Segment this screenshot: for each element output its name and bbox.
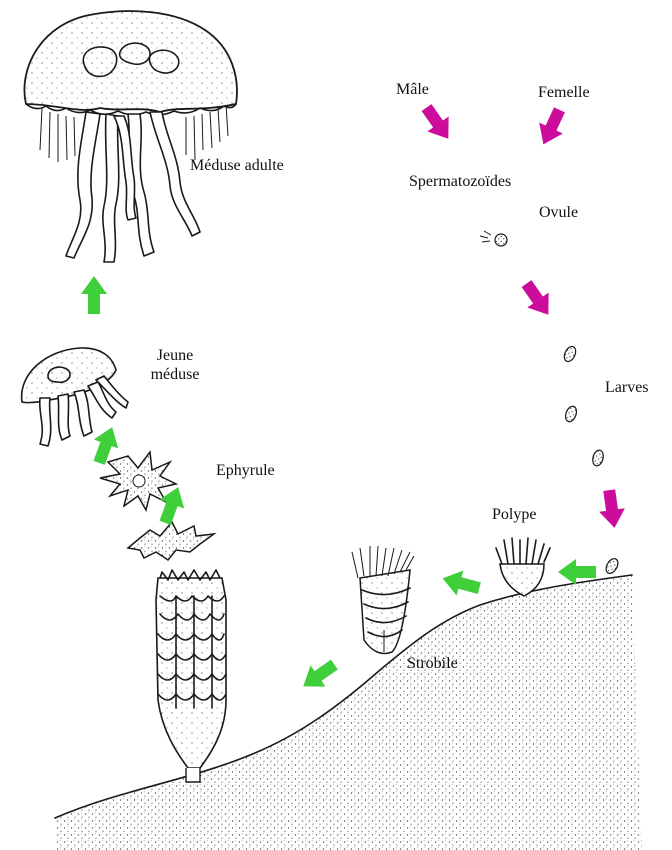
strobila-small — [351, 545, 415, 655]
label-polyp: Polype — [492, 506, 537, 523]
polyp — [495, 537, 551, 597]
asexual-arrow-polyp-to-strobila — [442, 570, 481, 596]
label-female: Femelle — [538, 84, 590, 101]
label-adult-medusa: Méduse adulte — [190, 157, 284, 174]
label-strobila: Strobile — [407, 655, 458, 672]
adult-medusa-fringe — [39, 103, 229, 162]
larva — [564, 405, 578, 423]
ephyra-lower — [126, 520, 217, 562]
asexual-arrow-strobilation — [303, 659, 338, 687]
label-young-medusa-line1: Jeune — [156, 347, 194, 364]
strobila-large — [155, 569, 227, 783]
adult-medusa-oral-arm — [149, 111, 201, 237]
adult-medusa-oral-arm — [102, 113, 120, 263]
adult-medusa-oral-arm — [113, 115, 137, 221]
label-young-medusa: Jeune méduse — [140, 346, 210, 384]
sexual-arrow-fertilization — [521, 280, 549, 315]
seabed — [54, 574, 642, 850]
asexual-arrow-maturation — [81, 276, 107, 314]
larva — [592, 449, 604, 467]
asexual-arrow-ephyra-release — [159, 487, 185, 525]
adult-medusa — [23, 10, 238, 263]
label-male: Mâle — [396, 81, 429, 98]
adult-medusa-oral-arm — [65, 111, 101, 259]
adult-medusa-bell — [23, 10, 238, 113]
asexual-arrow-larva-to-polyp — [558, 559, 596, 585]
label-larvae: Larves — [605, 379, 649, 396]
sexual-arrow-settlement — [599, 489, 625, 528]
label-ovule: Ovule — [539, 204, 579, 221]
ovule-with-sperm — [479, 230, 508, 247]
asexual-arrow-ephyra-growth — [93, 427, 119, 465]
larva — [563, 345, 577, 363]
young-medusa — [20, 347, 129, 447]
sexual-arrow-female — [539, 107, 565, 145]
label-young-medusa-line2: méduse — [150, 366, 200, 383]
label-ephyra: Ephyrule — [216, 462, 275, 479]
ephyra-upper — [99, 450, 179, 512]
sexual-arrow-male — [421, 104, 449, 139]
settled-larva — [605, 558, 619, 574]
label-spermatozoa: Spermatozoïdes — [409, 173, 512, 190]
